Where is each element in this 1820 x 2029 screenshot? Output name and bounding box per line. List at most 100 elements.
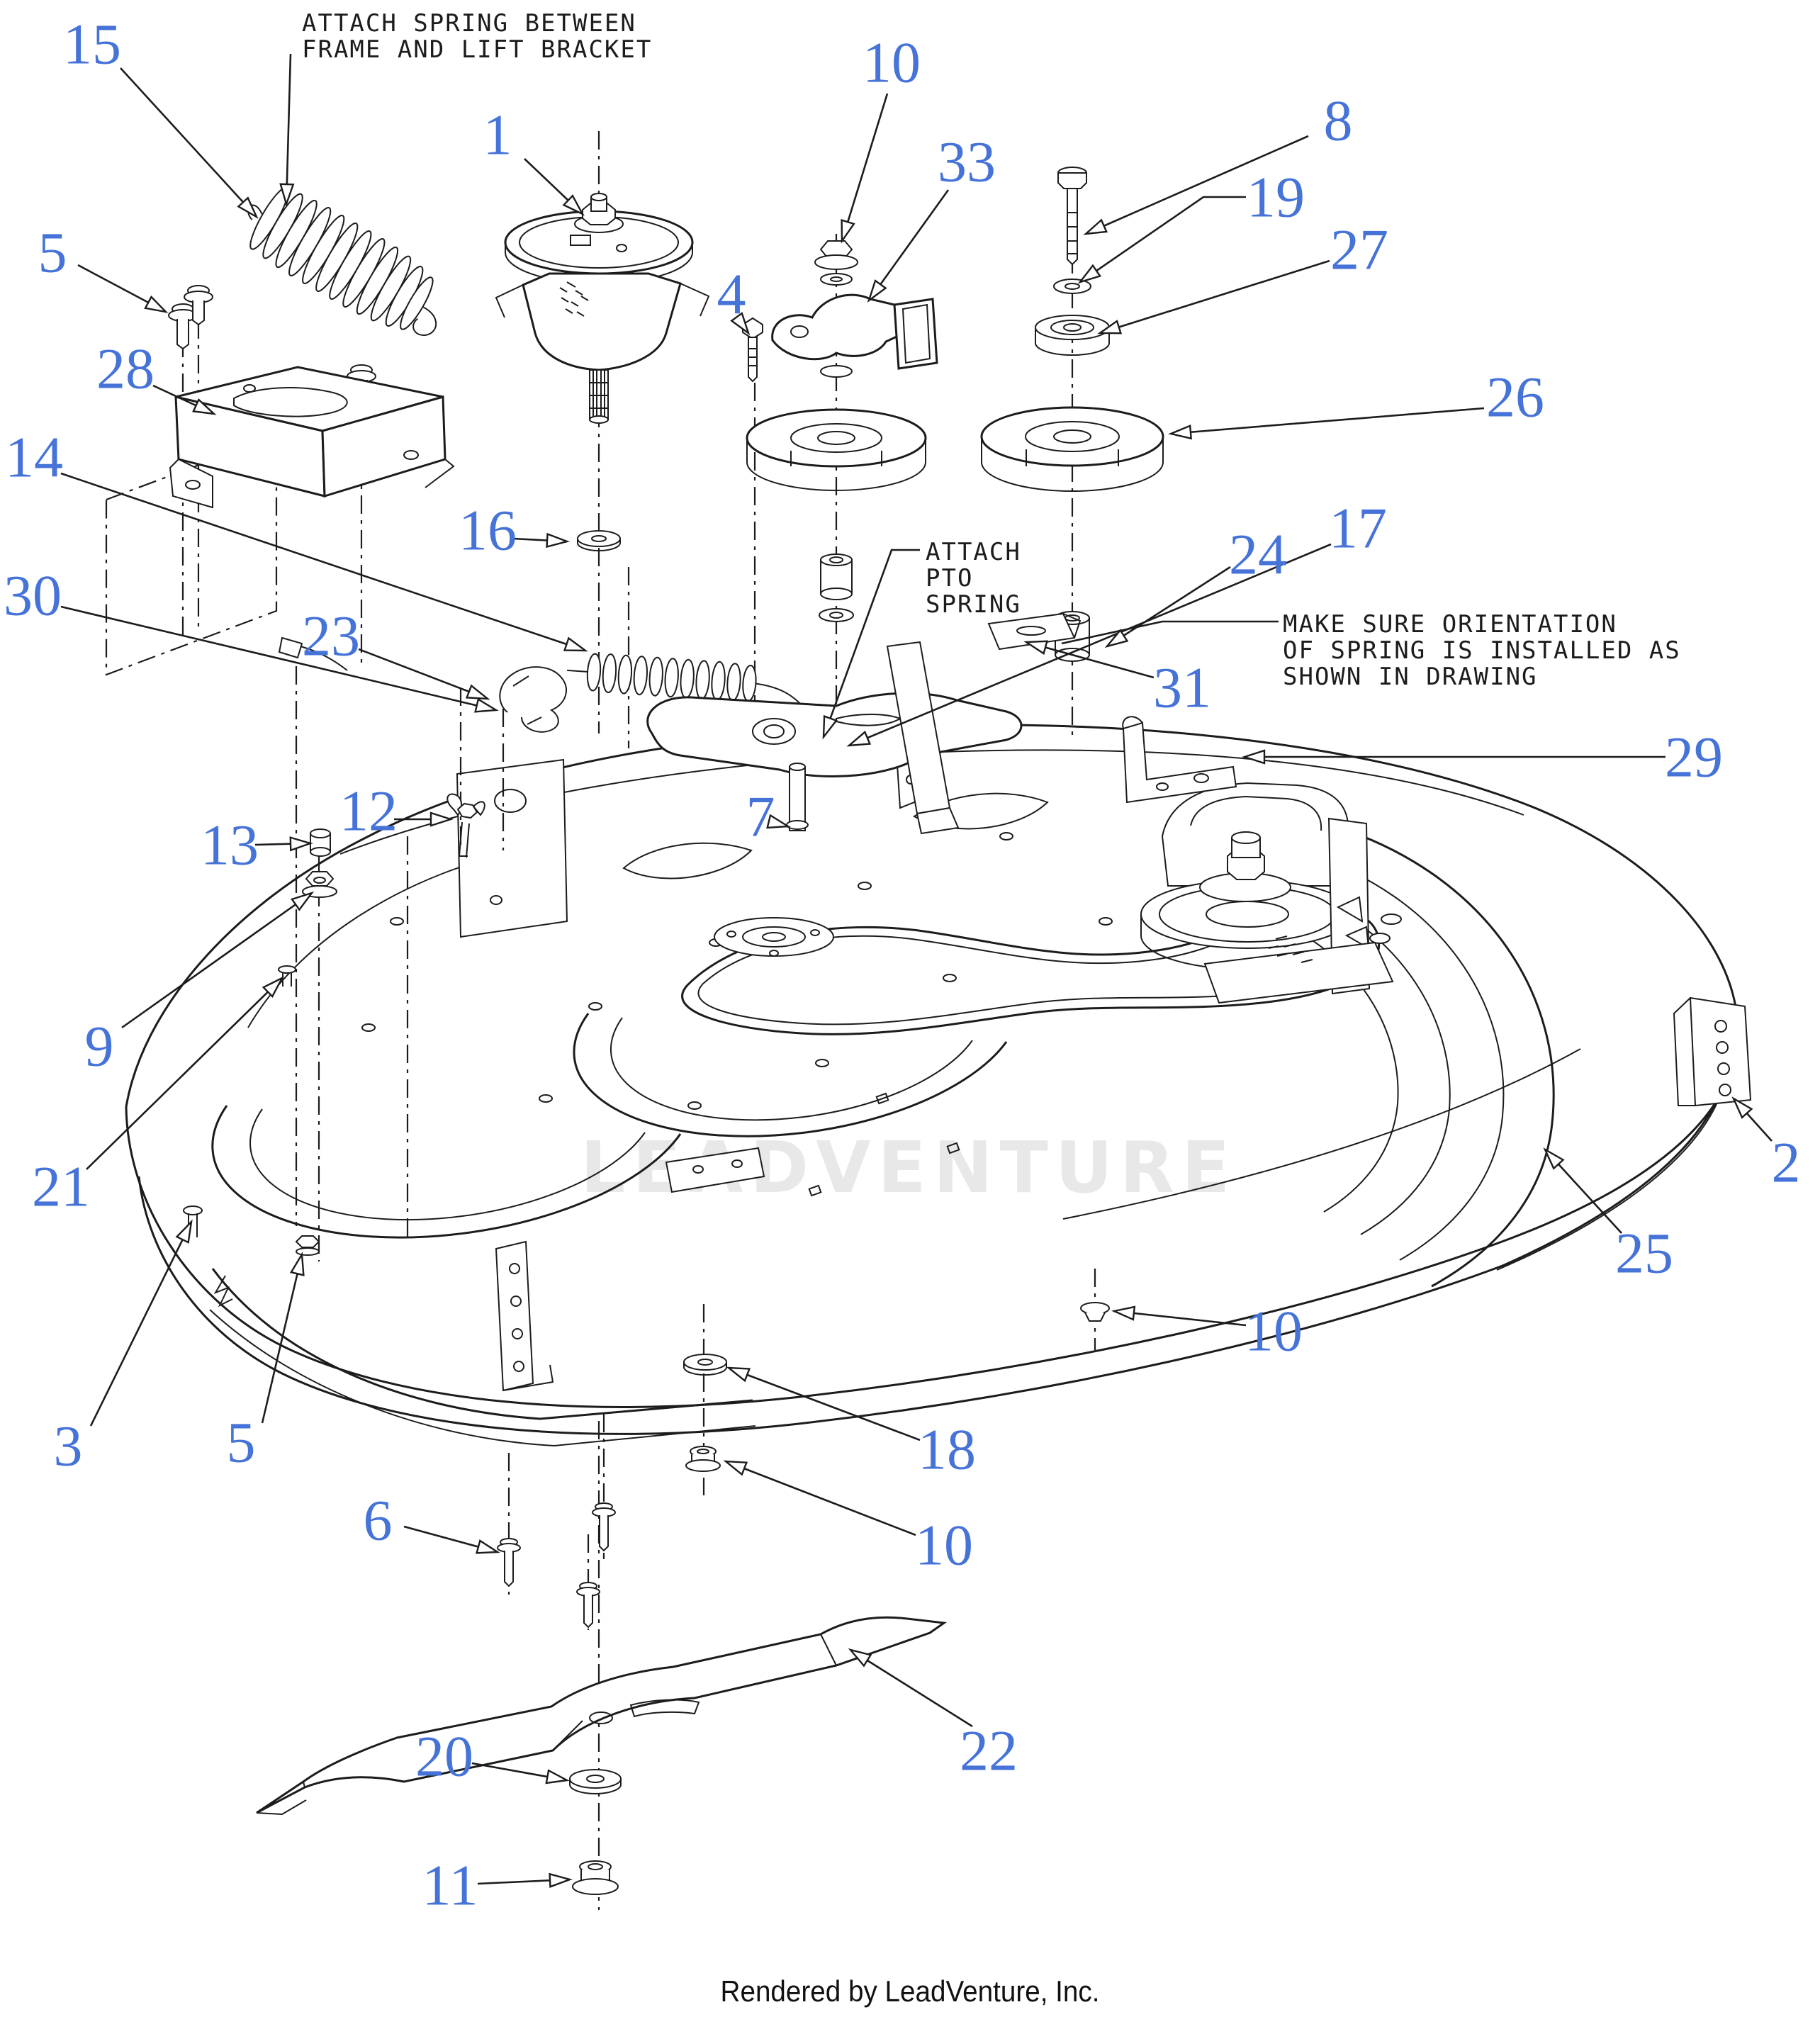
leader-callout-25 xyxy=(1543,1147,1622,1234)
leader-callout-6 xyxy=(403,1525,500,1554)
leader-attach-spring-note xyxy=(279,53,295,207)
leader-callout-33 xyxy=(867,189,950,303)
leader-callout-10 xyxy=(1111,1305,1247,1327)
callout-16: 16 xyxy=(459,498,517,563)
callout-5: 5 xyxy=(227,1410,256,1475)
leader-callout-13 xyxy=(254,836,313,852)
leader-callout-17 xyxy=(846,543,1332,747)
leader-attach-pto-note xyxy=(822,549,920,740)
blade-nut-11 xyxy=(572,1860,619,1895)
callout-26: 26 xyxy=(1486,365,1544,429)
blade-washer-20 xyxy=(569,1769,622,1794)
callout-9: 9 xyxy=(85,1014,114,1079)
callout-23: 23 xyxy=(302,604,360,668)
callout-10: 10 xyxy=(915,1513,973,1578)
callout-21: 21 xyxy=(32,1154,90,1219)
attach-spring-note-line-1: ATTACH SPRING BETWEEN xyxy=(302,9,636,38)
leader-callout-16 xyxy=(512,532,570,549)
washer-16 xyxy=(577,530,621,551)
leader-callout-1 xyxy=(524,158,585,216)
callout-3: 3 xyxy=(54,1414,83,1478)
leader-callout-10 xyxy=(723,1460,916,1536)
orientation-note-line-1: MAKE SURE ORIENTATION xyxy=(1283,610,1617,639)
attach-spring-note-line-2: FRAME AND LIFT BRACKET xyxy=(302,35,652,64)
callout-24: 24 xyxy=(1229,522,1287,587)
leader-callout-7 xyxy=(766,814,791,829)
leader-callout-2 xyxy=(1731,1096,1773,1142)
callout-18: 18 xyxy=(918,1417,976,1482)
leader-callout-14 xyxy=(60,472,588,652)
callout-25: 25 xyxy=(1615,1221,1673,1286)
callout-13: 13 xyxy=(201,813,259,877)
callout-15: 15 xyxy=(63,12,121,77)
right-spindle-assembly xyxy=(1140,782,1402,1004)
callout-27: 27 xyxy=(1330,218,1388,282)
callout-6: 6 xyxy=(364,1488,393,1553)
callout-14: 14 xyxy=(5,425,63,490)
orientation-note-line-3: SHOWN IN DRAWING xyxy=(1283,663,1538,691)
leader-callout-30 xyxy=(60,605,499,713)
callout-4: 4 xyxy=(717,262,746,327)
callout-8: 8 xyxy=(1324,89,1353,153)
callout-28: 28 xyxy=(96,337,155,401)
leader-callout-18 xyxy=(726,1366,921,1441)
callout-33: 33 xyxy=(938,130,996,194)
leader-callout-10 xyxy=(841,93,889,244)
callout-1: 1 xyxy=(483,103,512,167)
callout-7: 7 xyxy=(746,785,775,849)
leader-callout-31 xyxy=(1023,640,1155,679)
bolt-4 xyxy=(742,317,763,383)
leader-callout-5 xyxy=(261,1252,305,1424)
idler-column-b xyxy=(980,167,1164,662)
attach-pto-note-line-1: ATTACH xyxy=(926,538,1021,566)
lift-spring-15 xyxy=(247,186,437,336)
idler-bracket-28 xyxy=(169,366,455,509)
deck-small-fasteners xyxy=(183,965,320,1256)
leader-callout-21 xyxy=(86,976,284,1170)
leader-callout-15 xyxy=(120,67,259,219)
leader-callout-27 xyxy=(1097,259,1330,335)
leader-callout-5 xyxy=(77,264,169,313)
callout-5: 5 xyxy=(38,220,67,285)
leader-callout-19 xyxy=(1077,196,1246,284)
leader-callout-11 xyxy=(477,1872,573,1888)
left-spindle-hub xyxy=(714,917,834,957)
leader-callout-26 xyxy=(1168,407,1485,440)
leader-callout-22 xyxy=(848,1648,973,1728)
leader-callout-23 xyxy=(358,648,490,700)
leader-callout-24 xyxy=(1104,566,1231,648)
callout-20: 20 xyxy=(415,1724,473,1789)
attach-pto-note-line-3: SPRING xyxy=(926,590,1021,619)
blade-22 xyxy=(256,1616,948,1816)
idler-column-a xyxy=(746,240,938,622)
spindle-hardware-hatch xyxy=(1268,914,1402,963)
corner-bracket-2 xyxy=(1689,996,1752,1107)
callout-30: 30 xyxy=(4,563,62,628)
callout-31: 31 xyxy=(1153,656,1211,720)
callout-10: 10 xyxy=(1245,1299,1303,1364)
callout-19: 19 xyxy=(1247,165,1305,230)
callout-29: 29 xyxy=(1665,725,1723,789)
spindle-assembly-1 xyxy=(495,193,710,424)
callout-17: 17 xyxy=(1329,496,1387,561)
leader-orientation-note xyxy=(1061,620,1279,645)
leader-callout-4 xyxy=(730,312,751,336)
footer-credit: Rendered by LeadVenture, Inc. xyxy=(720,1974,1100,2008)
orientation-note-line-2: OF SPRING IS INSTALLED AS xyxy=(1283,636,1681,665)
leader-callout-8 xyxy=(1083,135,1309,235)
leader-callout-28 xyxy=(152,384,217,415)
attach-pto-note-line-2: PTO xyxy=(926,564,973,592)
leader-callout-3 xyxy=(89,1219,193,1427)
under-deck-fasteners xyxy=(497,1302,1110,1629)
leader-callout-20 xyxy=(471,1762,570,1784)
leader-callout-9 xyxy=(121,891,315,1029)
callout-10: 10 xyxy=(863,30,921,95)
callout-22: 22 xyxy=(960,1719,1018,1783)
pin-7 xyxy=(786,763,809,831)
callout-11: 11 xyxy=(422,1853,478,1918)
callout-2: 2 xyxy=(1772,1130,1801,1195)
